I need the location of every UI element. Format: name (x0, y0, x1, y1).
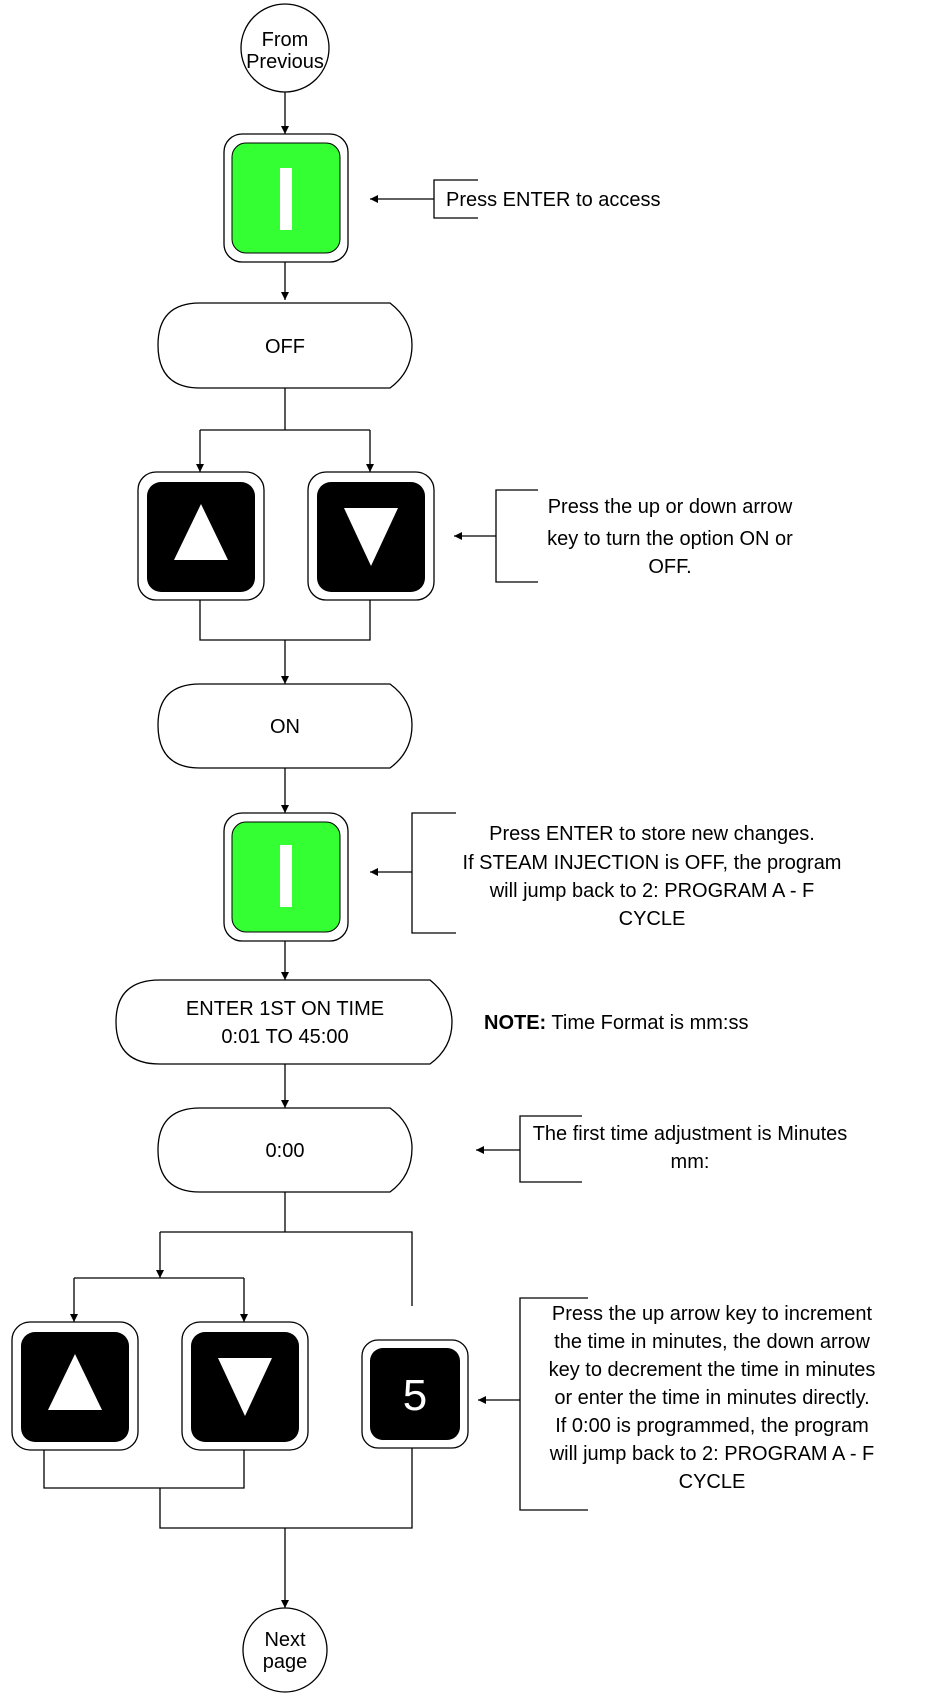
note-increment-line-7: CYCLE (679, 1471, 746, 1493)
display-enter-time-line-1: ENTER 1ST ON TIME (186, 998, 384, 1020)
display-time-value-text: 0:00 (266, 1140, 305, 1162)
note-store-line-3: will jump back to 2: PROGRAM A - F (489, 880, 815, 902)
display-off: OFF (157, 302, 413, 389)
down-arrow-key-icon (181, 1321, 309, 1451)
end-connector: Next page (242, 1607, 328, 1693)
note-store-line-2: If STEAM INJECTION is OFF, the program (463, 852, 842, 874)
note-increment-line-6: will jump back to 2: PROGRAM A - F (549, 1443, 875, 1465)
note-increment: Press the up arrow key to increment the … (478, 1297, 876, 1511)
note-store-line-1: Press ENTER to store new changes. (489, 823, 815, 845)
start-connector-line-2: Previous (246, 51, 324, 73)
note-access-line-1: Press ENTER to access (446, 189, 661, 211)
start-connector: From Previous (240, 3, 330, 93)
flow-merge (199, 600, 371, 641)
up-arrow-key-icon (137, 471, 265, 601)
enter-key-icon (223, 133, 349, 263)
note-access: Press ENTER to access (370, 179, 661, 219)
end-connector-line-1: Next (264, 1629, 306, 1651)
enter-key-icon (223, 812, 349, 942)
display-on-text: ON (270, 716, 300, 738)
note-minutes: The first time adjustment is Minutes mm: (476, 1115, 848, 1183)
flow-branch (160, 1231, 413, 1306)
up-arrow-key-icon (11, 1321, 139, 1451)
note-increment-line-5: If 0:00 is programmed, the program (555, 1415, 868, 1437)
note-time-format: NOTE: Time Format is mm:ss (484, 1012, 748, 1034)
note-increment-line-1: Press the up arrow key to increment (552, 1303, 873, 1325)
end-connector-line-2: page (263, 1651, 308, 1673)
note-store: Press ENTER to store new changes. If STE… (370, 812, 842, 934)
digit-key-icon: 5 (361, 1339, 469, 1449)
display-enter-time: ENTER 1ST ON TIME 0:01 TO 45:00 (115, 979, 453, 1065)
digit-key-label: 5 (403, 1371, 427, 1420)
display-on: ON (157, 683, 413, 769)
note-store-line-4: CYCLE (619, 908, 686, 930)
note-toggle-line-1: Press the up or down arrow (548, 496, 793, 518)
note-toggle: Press the up or down arrow key to turn t… (454, 489, 793, 583)
note-increment-line-2: the time in minutes, the down arrow (554, 1331, 870, 1353)
note-time-format-text: Time Format is mm:ss (546, 1012, 748, 1034)
note-increment-line-3: key to decrement the time in minutes (549, 1359, 876, 1381)
flow-merge (43, 1450, 245, 1489)
display-enter-time-line-2: 0:01 TO 45:00 (221, 1026, 348, 1048)
flow-merge (159, 1448, 413, 1529)
note-increment-line-4: or enter the time in minutes directly. (554, 1387, 869, 1409)
note-toggle-line-3: OFF. (648, 556, 691, 578)
display-time-value: 0:00 (157, 1107, 413, 1193)
display-off-text: OFF (265, 336, 305, 358)
start-connector-line-1: From (262, 29, 309, 51)
down-arrow-key-icon (307, 471, 435, 601)
note-toggle-line-2: key to turn the option ON or (547, 528, 793, 550)
note-minutes-line-2: mm: (671, 1151, 710, 1173)
note-minutes-line-1: The first time adjustment is Minutes (533, 1123, 848, 1145)
note-time-format-bold: NOTE: (484, 1012, 546, 1034)
